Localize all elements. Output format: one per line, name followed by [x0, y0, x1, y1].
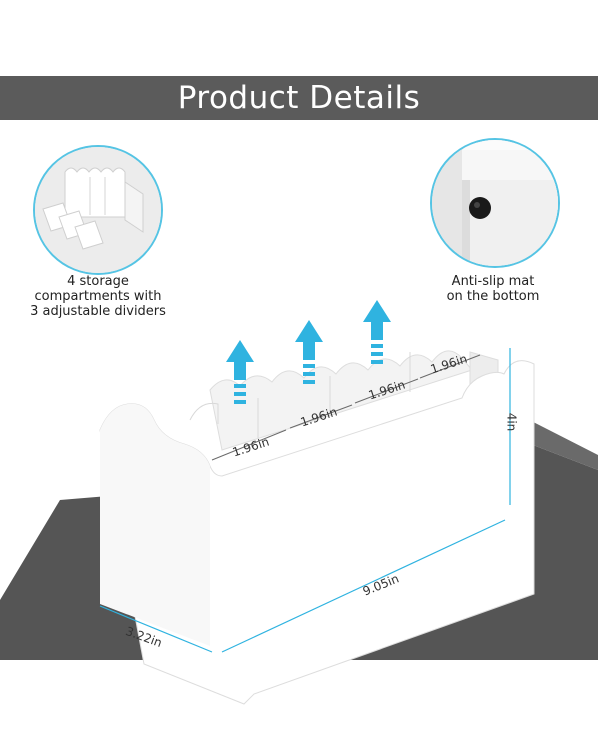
up-arrow-icon [363, 300, 391, 364]
up-arrow-icon [226, 340, 254, 404]
caption-line: 3 adjustable dividers [30, 304, 166, 319]
anti-slip-detail-image [430, 138, 560, 268]
title-banner: Product Details [0, 76, 598, 120]
caption-line: 4 storage [67, 274, 129, 289]
caption-line: compartments with [34, 289, 162, 304]
up-arrow-icon [295, 320, 323, 384]
dividers-illustration [35, 147, 161, 273]
height-label: 4in [504, 412, 519, 432]
page-title: Product Details [177, 80, 421, 116]
anti-slip-illustration [432, 140, 558, 266]
dividers-detail-image [33, 145, 163, 275]
caption-line: on the bottom [446, 289, 540, 304]
dividers-caption: 4 storage compartments with 3 adjustable… [10, 274, 186, 319]
caption-line: Anti-slip mat [451, 274, 535, 289]
anti-slip-caption: Anti-slip mat on the bottom [418, 274, 568, 304]
